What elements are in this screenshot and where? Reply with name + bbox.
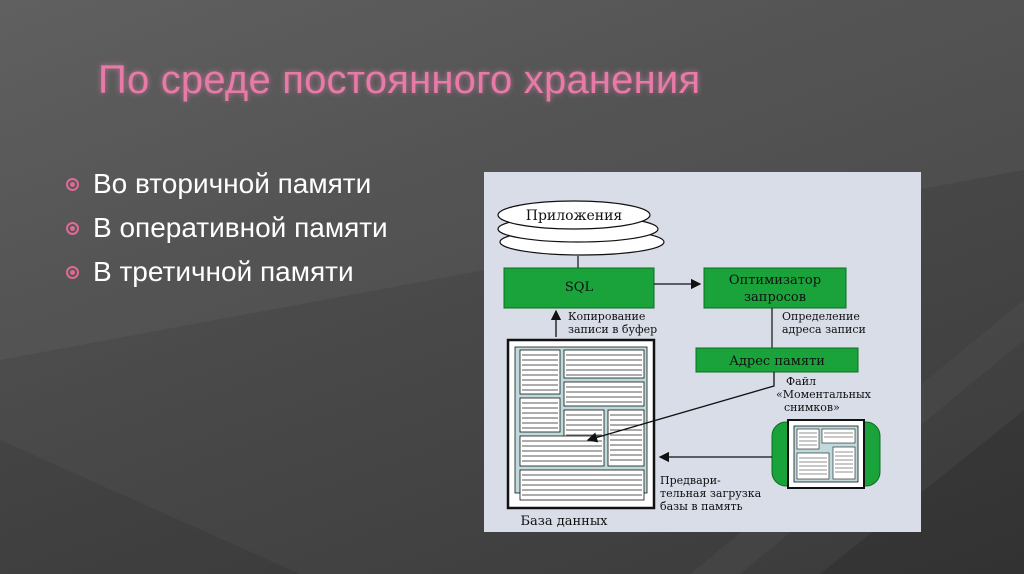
address-def-line1: Определение [782,310,860,323]
bullet-text: В оперативной памяти [93,212,388,243]
applications-label: Приложения [526,208,623,224]
optimizer-label-line1: Оптимизатор [729,273,821,288]
sql-box [503,267,655,309]
memory-address-box [695,347,859,373]
memory-address-label: Адрес памяти [729,354,825,369]
optimizer-label-line2: запросов [744,290,806,305]
copy-label-line1: Копирование [568,310,645,323]
database-label: База данных [520,514,608,529]
bullet-item: Во вторичной памяти [66,162,388,206]
snapshot-label-line2: «Моментальных [776,388,872,401]
copy-label-line2: записи в буфер [568,323,657,336]
address-to-database-arrow [586,372,775,443]
slide-title: По среде постоянного хранения [98,58,701,102]
applications-stack: Приложения [497,200,665,256]
preload-label-line1: Предвари- [660,474,721,487]
diagram-canvas: Приложения SQL Оптимизатор запросов Копи… [497,200,881,529]
bullet-circle-icon [66,265,79,279]
address-def-line2: адреса записи [782,323,866,336]
snapshot-label-line3: снимков» [784,401,840,414]
snapshot-label-line1: Файл [786,375,816,388]
bullet-text: Во вторичной памяти [93,168,372,199]
query-optimizer-box [703,267,847,309]
sql-label: SQL [565,280,594,295]
bullet-text: В третичной памяти [93,256,354,287]
bullet-circle-icon [66,177,79,191]
snapshot-cylinder [771,419,881,489]
database-document: База данных [506,338,656,529]
bullet-list: Во вторичной памяти В оперативной памяти… [66,162,388,294]
bullet-circle-icon [66,221,79,235]
preload-label-line3: базы в память [660,500,743,513]
storage-diagram: Приложения SQL Оптимизатор запросов Копи… [484,172,921,532]
bullet-item: В оперативной памяти [66,206,388,250]
bullet-item: В третичной памяти [66,250,388,294]
preload-label-line2: тельная загрузка [660,487,762,500]
